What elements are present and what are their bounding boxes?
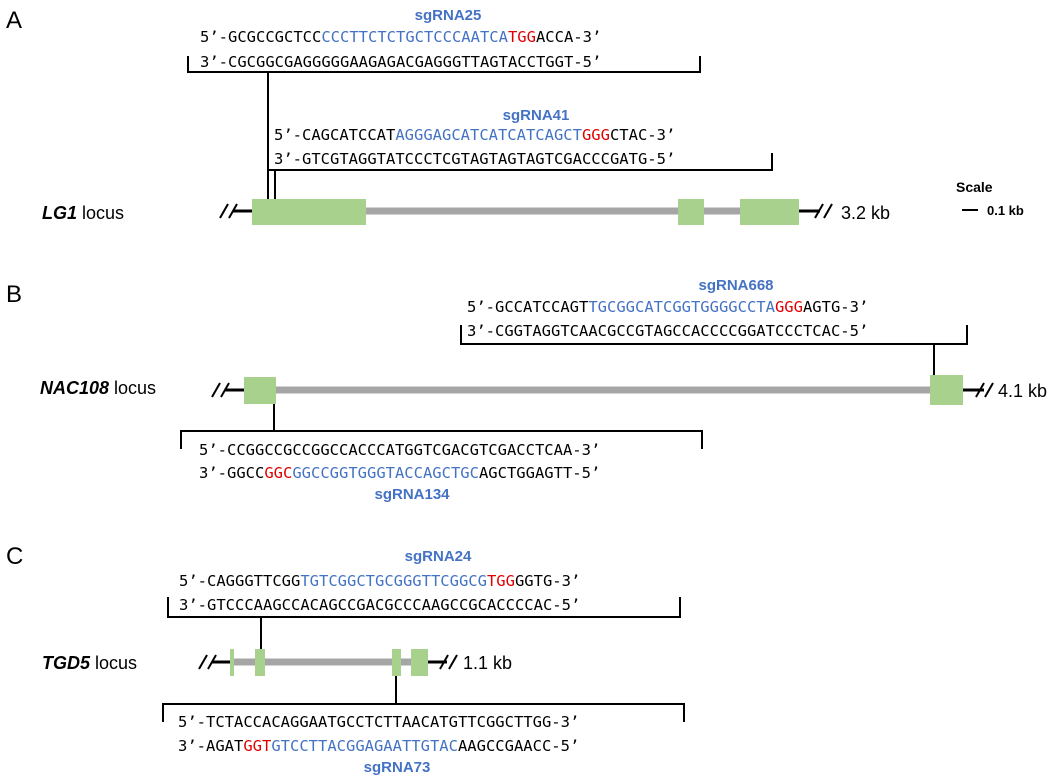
nac108-gene-model (211, 375, 994, 405)
panel-a: A sgRNA25 5’-GCGCCGCTCCCCCTTCTCTGCTCCCAA… (6, 7, 1024, 225)
scale-title: Scale (956, 179, 993, 195)
sgrna24-label: sgRNA24 (405, 548, 472, 565)
break-mark-right (439, 654, 449, 670)
nac108-locus-label: NAC108 locus (40, 378, 156, 398)
break-mark-left (198, 654, 208, 670)
sgrna668-label: sgRNA668 (698, 277, 773, 294)
sgrna41-bracket (267, 153, 773, 171)
exon-2 (930, 375, 963, 405)
sgrna73-top-strand: 5’-TCTACCACAGGAATGCCTCTTAACATGTTCGGCTTGG… (178, 713, 579, 731)
break-mark-right (975, 382, 985, 398)
sgrna41-bottom-strand: 3’-GTCGTAGGTATCCCTCGTAGTAGTAGTCGACCCGATG… (274, 150, 675, 168)
break-mark-left (219, 203, 229, 219)
sgrna668-bottom-strand: 3’-CGGTAGGTCAACGCCGTAGCCACCCCGGATCCCTCAC… (467, 322, 868, 340)
tgd5-size-label: 1.1 kb (463, 653, 512, 673)
exon-4 (411, 649, 428, 676)
sgrna25-top-strand: 5’-GCGCCGCTCCCCCTTCTCTGCTCCCAATCATGGACCA… (200, 28, 601, 46)
lg1-size-label: 3.2 kb (841, 203, 890, 223)
panel-letter-c: C (6, 543, 23, 570)
sgrna134-bracket (180, 430, 703, 449)
exon-3 (392, 649, 401, 676)
panel-c: C sgRNA24 5’-CAGGGTTCGGTGTCGGCTGCGGGTTCG… (6, 543, 685, 776)
panel-letter-b: B (6, 281, 22, 308)
sgrna134-bottom-strand: 3’-GGCCGGCGGCCGGTGGGTACCAGCTGCAGCTGGAGTT… (199, 464, 600, 482)
sgrna25-bracket (187, 56, 701, 73)
sgrna134-top-strand: 5’-CCGGCCGCCGGCCACCCATGGTCGACGTCGACCTCAA… (199, 441, 600, 459)
lg1-locus-label: LG1 locus (42, 203, 124, 223)
sgrna25-label: sgRNA25 (415, 7, 482, 24)
lg1-gene-model (219, 199, 833, 225)
sgrna134-label: sgRNA134 (374, 486, 450, 503)
break-mark-left (211, 382, 221, 398)
sgrna73-label: sgRNA73 (364, 759, 431, 776)
exon-2 (255, 649, 265, 676)
exon-1 (252, 199, 366, 225)
sgrna668-bracket (460, 325, 968, 345)
sgrna25-bottom-strand: 3’-CGCGGCGAGGGGGAAGAGACGAGGGTTAGTACCTGGT… (200, 53, 601, 71)
exon-2 (678, 199, 704, 225)
tgd5-gene-model (198, 649, 458, 676)
sgrna24-top-strand: 5’-CAGGGTTCGGTGTCGGCTGCGGGTTCGGCGTGGGGTG… (179, 572, 580, 590)
exon-1 (230, 649, 234, 676)
tgd5-locus-label: TGD5 locus (42, 653, 137, 673)
panel-letter-a: A (6, 7, 22, 34)
panel-b: B sgRNA668 5’-GCCATCCAGTTGCGGCATCGGTGGGG… (6, 277, 1047, 503)
sgrna24-bottom-strand: 3’-GTCCCAAGCCACAGCCGACGCCCAAGCCGCACCCCAC… (179, 596, 580, 614)
sgrna668-top-strand: 5’-GCCATCCAGTTGCGGCATCGGTGGGGCCTAGGGAGTG… (467, 298, 868, 316)
sgrna41-top-strand: 5’-CAGCATCCATAGGGAGCATCATCATCAGCTGGGCTAC… (274, 126, 675, 144)
sgrna41-label: sgRNA41 (503, 107, 570, 124)
exon-1 (244, 377, 276, 404)
break-mark-right (984, 382, 994, 398)
scale-bar-label: 0.1 kb (987, 203, 1024, 218)
sgrna73-bottom-strand: 3’-AGATGGTGTCCTTACGGAGAATTGTACAAGCCGAACC… (178, 737, 579, 755)
sgrna73-bracket (162, 703, 685, 722)
break-mark-right (814, 203, 824, 219)
nac108-size-label: 4.1 kb (998, 381, 1047, 401)
break-mark-right (448, 654, 458, 670)
exon-3 (740, 199, 799, 225)
sgrna24-bracket (167, 597, 681, 618)
break-mark-right (823, 203, 833, 219)
